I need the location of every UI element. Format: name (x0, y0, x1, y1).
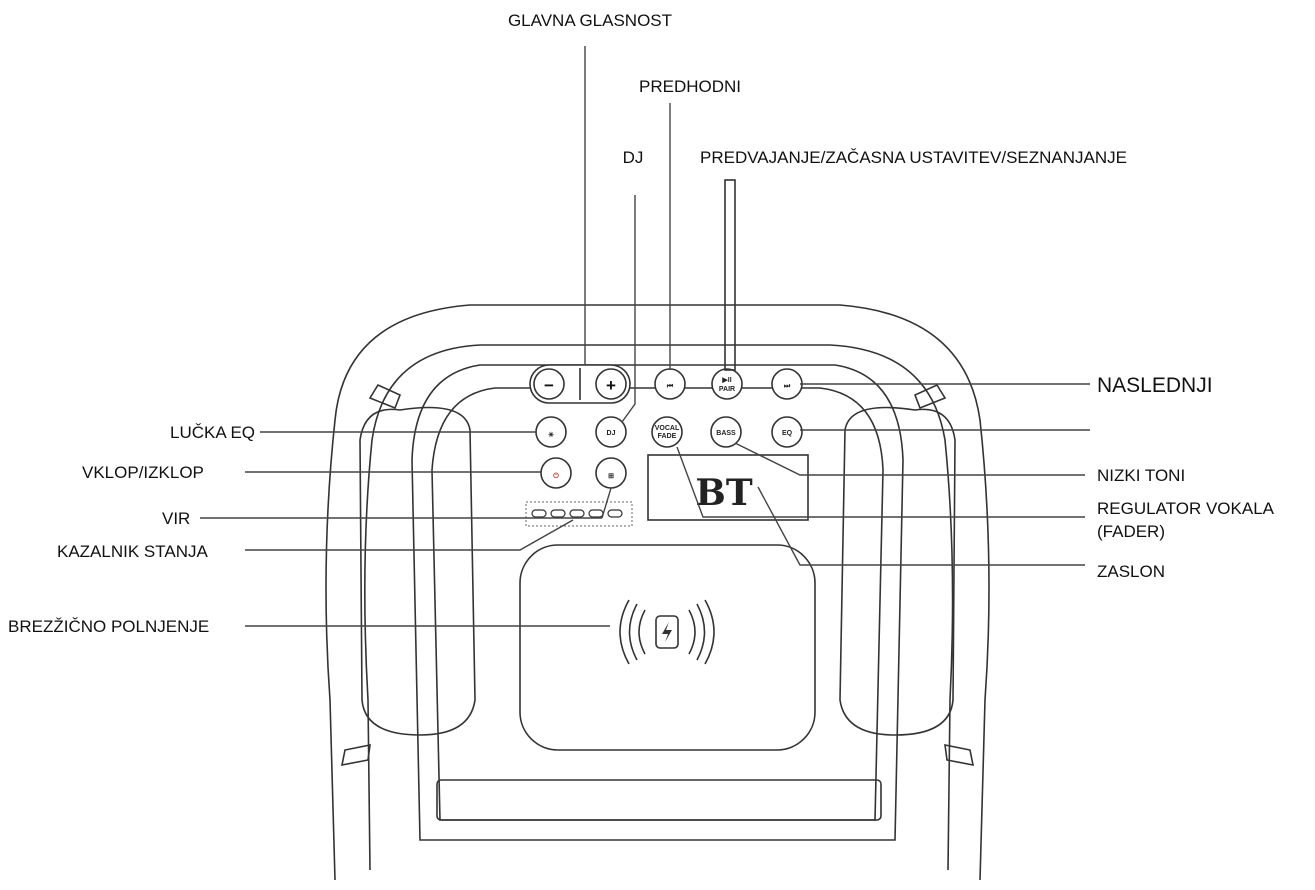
plus-icon: + (606, 376, 616, 395)
label-bass: NIZKI TONI (1097, 466, 1185, 485)
leader-source-up (601, 487, 612, 519)
left-bottom-tab (340, 743, 371, 767)
speaker-body (325, 304, 990, 881)
play-pause-icon: ▶︎II (721, 377, 731, 384)
leader-display (757, 486, 1085, 566)
eq-button[interactable] (771, 416, 803, 448)
right-grip (839, 406, 956, 736)
source-icon: ⊞ (608, 473, 614, 480)
label-master-volume: GLAVNA GLASNOST (508, 11, 672, 30)
volume-up-button[interactable] (595, 368, 627, 400)
play-pause-pair-button[interactable] (711, 368, 743, 400)
label-dj: DJ (623, 148, 644, 167)
handle-outer-arch (325, 304, 990, 881)
dj-button-label: DJ (607, 430, 616, 437)
label-vocal-fader-1: REGULATOR VOKALA (1097, 499, 1275, 518)
display-screen (647, 454, 809, 521)
vocal-fader-label-1: VOCAL (655, 425, 680, 432)
label-vocal-fader-2: (FADER) (1097, 522, 1165, 541)
label-light-eq: LUČKA EQ (170, 423, 255, 442)
right-top-tab (913, 383, 947, 410)
display-text: BT (695, 472, 752, 514)
bass-button-label: BASS (716, 430, 736, 437)
label-previous: PREDHODNI (639, 77, 741, 96)
left-grip (359, 406, 476, 736)
volume-down-button[interactable] (533, 368, 565, 400)
status-led-group (525, 501, 633, 527)
label-source: VIR (162, 509, 190, 528)
wireless-charging-icon (619, 599, 715, 665)
control-panel: − + ⏮ ▶︎II PAIR ⏭ ✳ DJ VOCAL FADE BASS E… (525, 364, 809, 665)
power-button[interactable] (540, 457, 572, 489)
top-panel-inner (431, 387, 884, 821)
leader-bass (734, 442, 1085, 476)
minus-icon: − (544, 376, 554, 395)
label-wireless-charging: BREZŽIČNO POLNJENJE (8, 617, 209, 636)
leader-lines (200, 46, 1090, 627)
label-status-indicator: KAZALNIK STANJA (57, 542, 208, 561)
bottom-slot (436, 779, 882, 821)
eq-button-label: EQ (782, 430, 793, 437)
status-led-3 (569, 509, 585, 518)
light-icon: ✳ (548, 431, 554, 439)
power-icon: ⏻ (553, 472, 559, 480)
leader-vocal-fader (676, 446, 1085, 518)
labels: GLAVNA GLASNOST PREDHODNI DJ PREDVAJANJE… (8, 11, 1275, 636)
pair-label: PAIR (719, 386, 735, 393)
dj-button[interactable] (595, 416, 627, 448)
status-led-2 (550, 509, 566, 518)
leader-play-stem (724, 179, 736, 371)
vocal-fader-label-2: FADE (658, 433, 677, 440)
bass-button[interactable] (710, 416, 742, 448)
status-led-5 (607, 509, 623, 518)
next-icon: ⏭ (784, 383, 791, 390)
right-bottom-tab (944, 743, 975, 767)
label-next: NASLEDNJI (1097, 374, 1213, 397)
wireless-charging-pad (519, 544, 816, 751)
leader-status (245, 519, 574, 551)
status-led-1 (531, 509, 547, 518)
leader-dj (621, 195, 636, 423)
label-display: ZASLON (1097, 562, 1165, 581)
previous-icon: ⏮ (667, 383, 674, 390)
label-play-pause-pair: PREDVAJANJE/ZAČASNA USTAVITEV/SEZNANJANJ… (700, 148, 1127, 167)
status-led-4 (588, 509, 604, 518)
vocal-fader-button[interactable] (651, 416, 683, 448)
label-power: VKLOP/IZKLOP (82, 463, 204, 482)
left-top-tab (368, 383, 402, 410)
handle-inner-arch (364, 344, 954, 871)
